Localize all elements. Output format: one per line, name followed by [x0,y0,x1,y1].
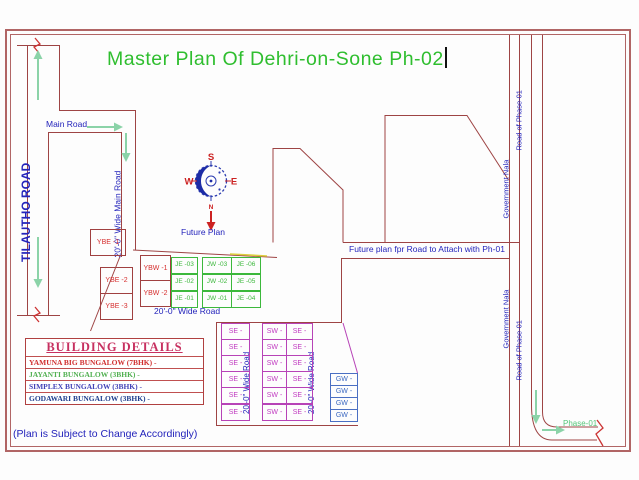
road-of-phase01-label-bottom: Road of Phase-01 [514,320,524,381]
building-details-row: YAMUNA BIG BUNGALOW (7BHK) - [26,356,203,368]
building-details-row: SIMPLEX BUNGALOW (3BHK) - [26,380,203,392]
road-line [59,45,60,110]
highlight-segment [229,253,268,257]
plot-se: SE - [221,404,250,421]
plot-je: JE -03 [171,257,198,274]
plot-ybw-2: YBW -2 [140,280,171,307]
nala-line [519,35,520,446]
plot-sw: SW - [262,404,287,421]
gw-boundary [342,322,358,374]
road-line [17,45,60,46]
plot-ybe-2: YBE -2 [100,267,133,294]
compass-rose: S W E N [185,152,237,231]
building-details-row: GODAWARI BUNGALOW (3BHK) - [26,392,203,404]
building-details-row: JAYANTI BUNGALOW (3BHK) - [26,368,203,380]
plot-je: JE -04 [231,291,261,308]
plot-se: SE - [286,371,313,388]
plot-sw: SW - [262,339,287,356]
plot-sw: SW - [262,371,287,388]
road-line [27,45,28,315]
road-line [542,35,543,412]
building-details-header: BUILDING DETAILS [46,340,183,354]
government-nala-label-top: Government Nala [501,159,511,219]
compass-west: W [185,177,194,188]
plot-jw: JW -02 [202,274,232,291]
road-line [48,132,121,133]
tilautho-road-label: TILAUTHO ROAD [19,162,33,262]
boundary-line [341,258,509,259]
plot-ybe-1: YBE -1 [90,229,126,256]
plot-je: JE -06 [231,257,261,274]
plot-sw: SW - [262,323,287,340]
compass-south: S [208,152,214,163]
plot-je: JE -05 [231,274,261,291]
future-plan-label: Future Plan [181,227,225,237]
plot-se: SE - [286,355,313,372]
plot-gw: GW - [330,409,358,422]
text-cursor [444,47,447,68]
plot-se: SE - [221,355,250,372]
drawing-border-outer [5,29,631,452]
boundary-line [216,322,342,323]
plot-se: SE - [221,387,250,404]
plan-note: (Plan is Subject to Change Accordingly) [13,428,198,440]
road-line [121,132,122,257]
plot-ybe-3: YBE -3 [100,293,133,320]
compass-north-east: E [231,177,237,188]
road-line [531,35,532,405]
plot-jw: JW -03 [202,257,232,274]
plot-je: JE -02 [171,274,198,291]
road-breaks [32,37,604,447]
plot-se: SE - [221,339,250,356]
plot-se: SE - [221,371,250,388]
wide-road-label: 20'-0" Wide Road [154,306,221,316]
government-nala-label-bottom: Government Nala [501,289,511,349]
title-text: Master Plan Of Dehri-on-Sone Ph-02 [107,48,444,70]
road-line [17,315,60,316]
plot-sw: SW - [262,387,287,404]
plot-se: SE - [286,404,313,421]
boundary-line [216,322,217,426]
plot-jw: JW -01 [202,291,232,308]
plot-se: SE - [221,323,250,340]
boundary-line [341,258,342,322]
compass-north: N [209,204,214,211]
road-line [135,110,136,250]
plot-se: SE - [286,323,313,340]
boundary-line [216,425,358,426]
boundary-line [343,242,520,243]
page-title[interactable]: Master Plan Of Dehri-on-Sone Ph-02 [107,47,447,71]
plot-se: SE - [286,387,313,404]
road-of-phase01-label-top: Road of Phase-01 [514,90,524,151]
building-details-table: BUILDING DETAILS YAMUNA BIG BUNGALOW (7B… [25,338,204,405]
plot-sw: SW - [262,355,287,372]
main-road-label: Main Road [46,119,88,129]
plot-je: JE -01 [171,291,198,308]
drawing-border-inner [10,34,626,447]
road-line [59,110,135,111]
future-plan-road-label: Future plan fpr Road to Attach with Ph-0… [349,244,505,254]
green-arrows [33,50,565,435]
plot-se: SE - [286,339,313,356]
plot-ybw-1: YBW -1 [140,255,171,281]
road-line [48,132,49,315]
phase01-label: Phase-01 [563,419,598,428]
nala-line [509,35,510,446]
